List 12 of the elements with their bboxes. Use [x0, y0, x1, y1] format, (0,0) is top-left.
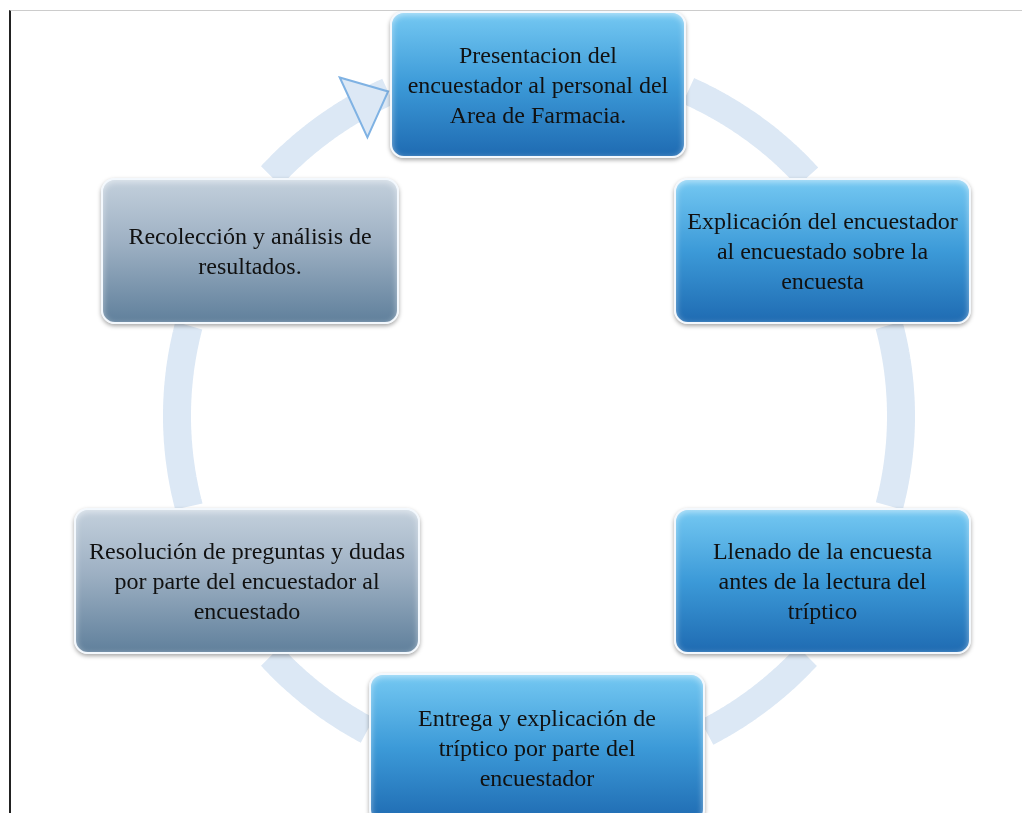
step-box: [101, 178, 399, 324]
step-box: [74, 508, 420, 654]
step-text: Recolección y análisis de resultados.: [127, 222, 373, 281]
step-text: Explicación del encuestador al encuestado sobre la encuesta: [686, 207, 959, 296]
step-text: Llenado de la encuesta antes de la lectura del tríptico: [711, 537, 934, 626]
step-box: [390, 11, 686, 158]
step-box: [369, 673, 705, 813]
step-text: Resolución de preguntas y dudas por parte del encuestador al encuestado: [88, 537, 406, 626]
step-box: [674, 508, 971, 654]
step-box: [674, 178, 971, 324]
step-text: Presentacion del encuestador al personal del Area de Farmacia.: [406, 40, 670, 130]
step-text: Entrega y explicación de tríptico por parte del encuestador: [417, 704, 657, 793]
